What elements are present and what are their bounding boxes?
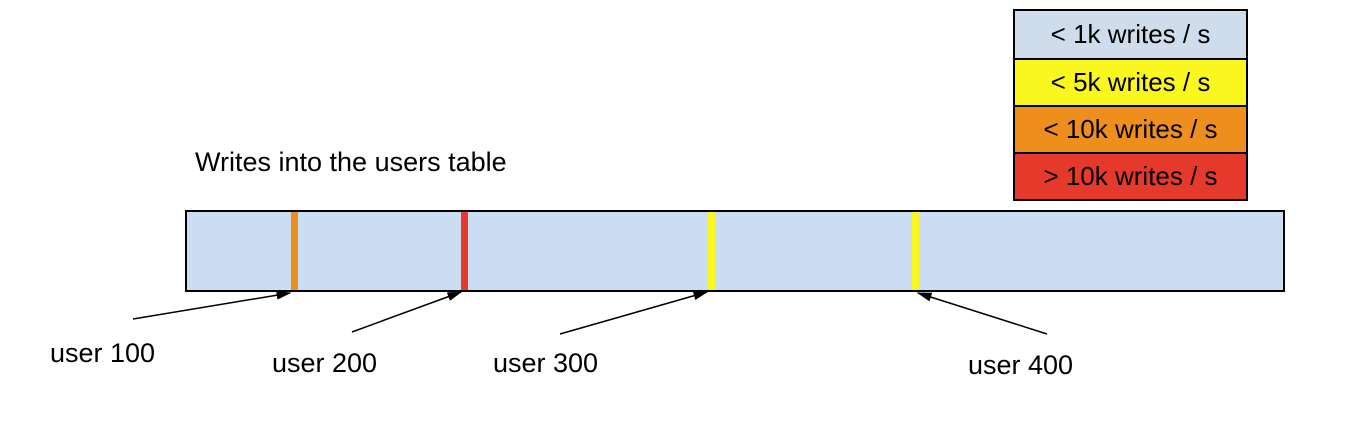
- legend-item-1: < 5k writes / s: [1015, 58, 1246, 105]
- callout-label-2: user 300: [493, 348, 599, 378]
- callout-label-0: user 100: [50, 338, 156, 368]
- legend-item-label: < 1k writes / s: [1050, 19, 1211, 49]
- callout-label-1: user 200: [272, 348, 378, 378]
- legend: < 1k writes / s < 5k writes / s < 10k writ…: [1013, 9, 1248, 201]
- user-100-marker: [290, 212, 298, 290]
- user-400-marker: [911, 212, 919, 290]
- legend-item-label: < 5k writes / s: [1050, 67, 1211, 97]
- legend-item-label: > 10k writes / s: [1043, 161, 1218, 191]
- user-200-marker: [460, 212, 468, 290]
- callout-arrow-0: [132, 290, 292, 320]
- user-300-marker: [707, 212, 715, 290]
- diagram-title: Writes into the users table: [195, 147, 507, 177]
- callout-label-3: user 400: [968, 350, 1074, 380]
- callout-arrow-1: [351, 291, 463, 333]
- callout-arrow-2: [559, 291, 709, 335]
- users-table-bar: [185, 210, 1285, 292]
- callout-arrow-3: [916, 292, 1048, 335]
- legend-item-0: < 1k writes / s: [1015, 11, 1246, 58]
- legend-item-label: < 10k writes / s: [1043, 114, 1218, 144]
- legend-item-3: > 10k writes / s: [1015, 152, 1246, 199]
- legend-item-2: < 10k writes / s: [1015, 105, 1246, 152]
